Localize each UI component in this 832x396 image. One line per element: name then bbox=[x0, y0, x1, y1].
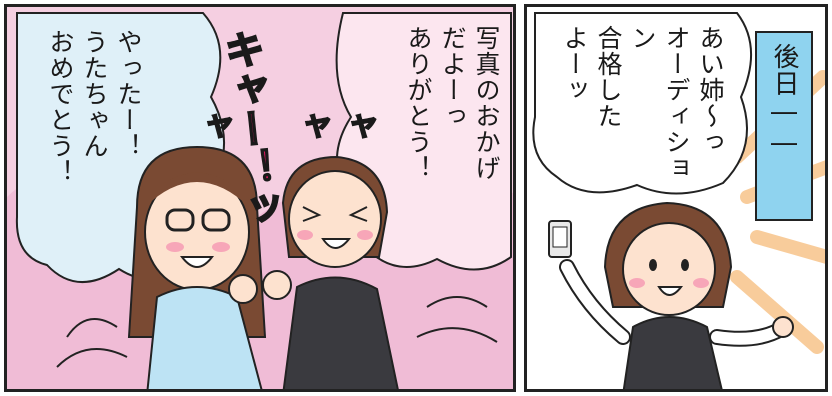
speech-line: ありがとう！ bbox=[404, 25, 433, 181]
cheering-girl-figure bbox=[548, 201, 794, 389]
sound-effect-ya: ヤ bbox=[206, 112, 234, 144]
speech-line: やったー！ bbox=[114, 29, 143, 159]
speech-line: うたちゃん bbox=[80, 29, 109, 159]
left-speech-text: やったー！ うたちゃん おめでとう！ bbox=[43, 29, 145, 229]
right-panel-art bbox=[532, 12, 825, 389]
right-speech-text: 写真のおかげ だよーっ ありがとう！ bbox=[401, 25, 503, 245]
left-panel-art bbox=[7, 7, 513, 389]
caption-box: 後日―― bbox=[755, 31, 813, 221]
right-speech-text: あい姉〜っ オーディション 合格した よーッ bbox=[557, 25, 727, 205]
speech-line: オーディション bbox=[628, 25, 691, 181]
speech-line: だよーっ bbox=[438, 25, 467, 129]
speech-line: あい姉〜っ bbox=[696, 25, 725, 155]
speech-bubble bbox=[532, 12, 752, 195]
right-comic-panel: あい姉〜っ オーディション 合格した よーッ 後日―― bbox=[524, 4, 828, 392]
caption-text: 後日―― bbox=[769, 43, 799, 159]
speech-line: よーッ bbox=[560, 25, 589, 103]
sound-effect-ya: ヤ bbox=[350, 112, 378, 144]
speech-line: おめでとう！ bbox=[46, 29, 75, 185]
left-comic-panel: やったー！ うたちゃん おめでとう！ 写真のおかげ だよーっ ありがとう！ キャ… bbox=[4, 4, 516, 392]
girl-in-vest-figure bbox=[262, 155, 399, 389]
girl-with-glasses-figure bbox=[127, 145, 267, 389]
speech-line: 写真のおかげ bbox=[472, 25, 501, 181]
sound-effect-ya: ヤ bbox=[304, 112, 332, 144]
speech-line: 合格した bbox=[594, 25, 623, 129]
